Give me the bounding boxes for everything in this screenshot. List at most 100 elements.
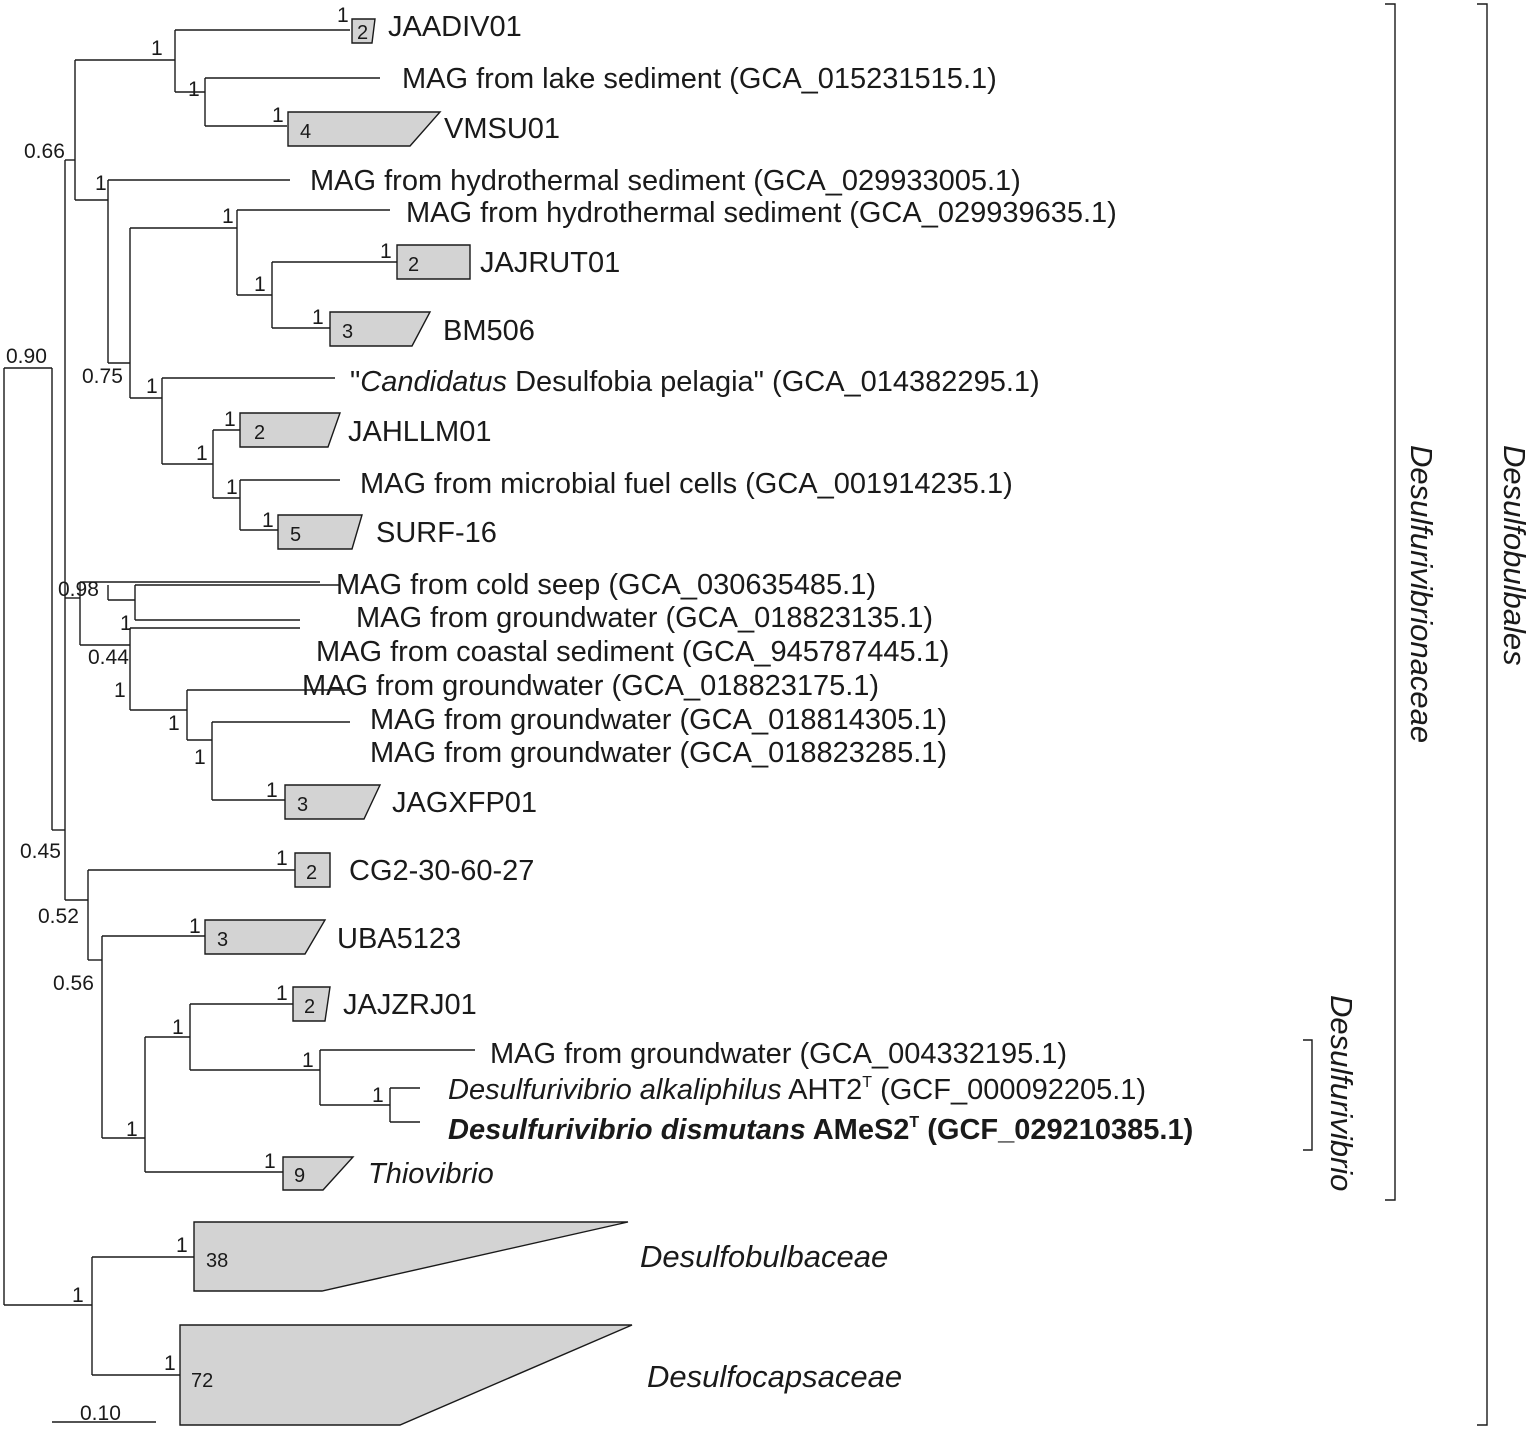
count-jagxfp01: 3 xyxy=(297,794,308,816)
leaf-vmsu01: VMSU01 xyxy=(444,113,560,145)
leaf-jaadiv01: JAADIV01 xyxy=(388,11,522,43)
support-value: 1 xyxy=(151,37,163,60)
leaf-groundwater-1: MAG from groundwater (GCA_018823135.1) xyxy=(356,602,933,634)
count-vmsu01: 4 xyxy=(300,121,311,143)
bracket-desulfobulbales xyxy=(1477,3,1488,1426)
count-uba5123: 3 xyxy=(217,929,228,951)
support-value: 1 xyxy=(266,779,278,802)
support-value: 1 xyxy=(95,172,107,195)
leaf-desulfocapsaceae: Desulfocapsaceae xyxy=(647,1359,902,1394)
count-thiovibrio: 9 xyxy=(294,1165,305,1187)
count-desulfobulbaceae: 38 xyxy=(206,1250,228,1272)
support-value: 1 xyxy=(172,1016,184,1039)
leaf-uba5123: UBA5123 xyxy=(337,923,461,955)
clade-cg2 xyxy=(294,852,331,888)
clade-uba5123 xyxy=(204,919,327,955)
leaf-jajzrj01: JAJZRJ01 xyxy=(343,989,477,1021)
clade-thiovibrio xyxy=(282,1156,355,1191)
count-jajzrj01: 2 xyxy=(304,996,315,1018)
support-value: 1 xyxy=(276,982,288,1005)
count-jajrut01: 2 xyxy=(408,254,419,276)
bracket-label-desulfobulbales: Desulfobulbales xyxy=(1497,445,1532,666)
support-value: 0.45 xyxy=(20,840,61,863)
count-jahllm01: 2 xyxy=(254,422,265,444)
leaf-lake-sediment: MAG from lake sediment (GCA_015231515.1) xyxy=(402,63,997,95)
support-value: 1 xyxy=(337,4,349,27)
clade-desulfobulbaceae xyxy=(193,1221,629,1292)
leaf-jagxfp01: JAGXFP01 xyxy=(392,787,537,819)
clade-jaadiv01 xyxy=(351,18,376,44)
support-value: 1 xyxy=(302,1049,314,1072)
leaf-candidatus-desulfobia: "Candidatus Desulfobia pelagia" (GCA_014… xyxy=(350,366,1040,398)
support-value: 1 xyxy=(222,205,234,228)
support-value: 0.98 xyxy=(58,578,99,601)
support-values: 1 1 1 1 0.66 1 1 1 1 1 0.75 1 1 1 1 1 0.… xyxy=(6,4,392,1375)
leaf-thiovibrio: Thiovibrio xyxy=(368,1158,494,1190)
support-value: 1 xyxy=(188,78,200,101)
leaf-coastal-sediment: MAG from coastal sediment (GCA_945787445… xyxy=(316,636,949,668)
leaf-desulfurivibrio-dismutans: Desulfurivibrio dismutans AMeS2T (GCF_02… xyxy=(448,1114,1193,1146)
support-value: 1 xyxy=(264,1150,276,1173)
leaf-cold-seep: MAG from cold seep (GCA_030635485.1) xyxy=(336,569,876,601)
clade-jahllm01 xyxy=(239,412,341,448)
count-bm506: 3 xyxy=(342,321,353,343)
taxonomic-brackets: Desulfurivibrio Desulfurivibrionaceae De… xyxy=(1303,3,1532,1426)
support-value: 1 xyxy=(272,104,284,127)
support-value: 1 xyxy=(72,1284,84,1307)
leaf-desulfobulbaceae: Desulfobulbaceae xyxy=(640,1239,888,1274)
leaf-labels: JAADIV01 MAG from lake sediment (GCA_015… xyxy=(302,11,1193,1394)
leaf-jahllm01: JAHLLM01 xyxy=(348,416,491,448)
clade-vmsu01 xyxy=(287,111,442,147)
scale-bar-label: 0.10 xyxy=(80,1402,121,1425)
bracket-label-desulfurivibrio: Desulfurivibrio xyxy=(1324,995,1359,1191)
count-cg2: 2 xyxy=(306,862,317,884)
leaf-cg2-30-60-27: CG2-30-60-27 xyxy=(349,855,534,887)
clade-jajrut01 xyxy=(396,244,471,280)
scale-bar: 0.10 xyxy=(52,1402,156,1425)
count-surf16: 5 xyxy=(290,524,301,546)
support-value: 1 xyxy=(164,1352,176,1375)
support-value: 0.44 xyxy=(88,646,129,669)
support-value: 1 xyxy=(146,375,158,398)
support-value: 1 xyxy=(176,1234,188,1257)
leaf-groundwater-3: MAG from groundwater (GCA_018814305.1) xyxy=(370,704,947,736)
tree-branches xyxy=(3,29,475,1376)
clade-jajzrj01 xyxy=(292,986,331,1022)
collapsed-clades xyxy=(179,18,633,1426)
support-value: 1 xyxy=(194,746,206,769)
leaf-microbial-fuel-cells: MAG from microbial fuel cells (GCA_00191… xyxy=(360,468,1013,500)
support-value: 0.66 xyxy=(24,140,65,163)
clade-surf16 xyxy=(277,514,363,550)
support-value: 0.75 xyxy=(82,365,123,388)
leaf-surf16: SURF-16 xyxy=(376,517,497,549)
leaf-desulfurivibrio-alkaliphilus: Desulfurivibrio alkaliphilus AHT2T (GCF_… xyxy=(448,1074,1146,1106)
support-value: 0.56 xyxy=(53,972,94,995)
count-jaadiv01: 2 xyxy=(357,22,368,44)
leaf-jajrut01: JAJRUT01 xyxy=(480,247,620,279)
leaf-hydrothermal-1: MAG from hydrothermal sediment (GCA_0299… xyxy=(310,165,1021,197)
support-value: 1 xyxy=(189,915,201,938)
leaf-hydrothermal-2: MAG from hydrothermal sediment (GCA_0299… xyxy=(406,197,1117,229)
support-value: 1 xyxy=(312,306,324,329)
leaf-groundwater-5: MAG from groundwater (GCA_004332195.1) xyxy=(490,1038,1067,1070)
clade-desulfocapsaceae xyxy=(179,1324,633,1426)
leaf-bm506: BM506 xyxy=(443,315,535,347)
support-value: 1 xyxy=(372,1084,384,1107)
support-value: 1 xyxy=(380,240,392,263)
leaf-groundwater-2: MAG from groundwater (GCA_018823175.1) xyxy=(302,670,879,702)
support-value: 1 xyxy=(126,1118,138,1141)
bracket-desulfurivibrio xyxy=(1303,1039,1313,1151)
support-value: 1 xyxy=(226,476,238,499)
clade-counts: 2 4 2 3 2 5 3 2 3 2 9 38 72 xyxy=(191,22,419,1392)
support-value: 1 xyxy=(262,509,274,532)
leaf-groundwater-4: MAG from groundwater (GCA_018823285.1) xyxy=(370,737,947,769)
support-value: 1 xyxy=(276,847,288,870)
support-value: 0.52 xyxy=(38,905,79,928)
clade-jagxfp01 xyxy=(284,784,382,820)
clade-bm506 xyxy=(329,311,432,347)
support-value: 1 xyxy=(114,679,126,702)
support-value: 1 xyxy=(254,273,266,296)
bracket-desulfurivibrionaceae xyxy=(1385,3,1396,1201)
support-value: 1 xyxy=(168,712,180,735)
